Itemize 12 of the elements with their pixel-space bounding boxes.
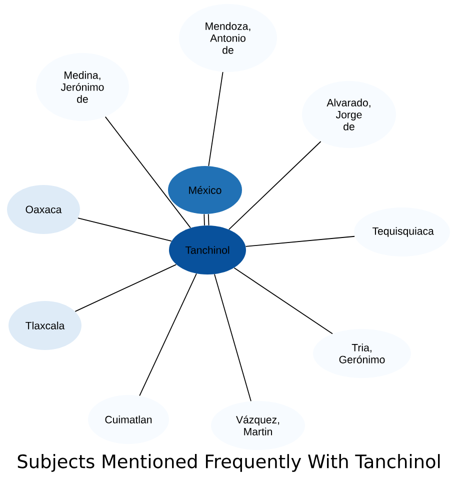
connector-line xyxy=(204,214,205,226)
connector-line xyxy=(214,274,252,402)
connector-line xyxy=(228,141,322,230)
connector-line xyxy=(78,218,172,242)
connector-line xyxy=(74,264,177,312)
connector-line xyxy=(245,236,356,247)
connector-line xyxy=(234,267,333,334)
connector-line xyxy=(104,116,191,228)
connector-line xyxy=(208,72,224,166)
connector-line xyxy=(208,214,210,226)
chart-title: Subjects Mentioned Frequently With Tanchinol xyxy=(18,454,440,472)
connector-line xyxy=(139,273,197,396)
